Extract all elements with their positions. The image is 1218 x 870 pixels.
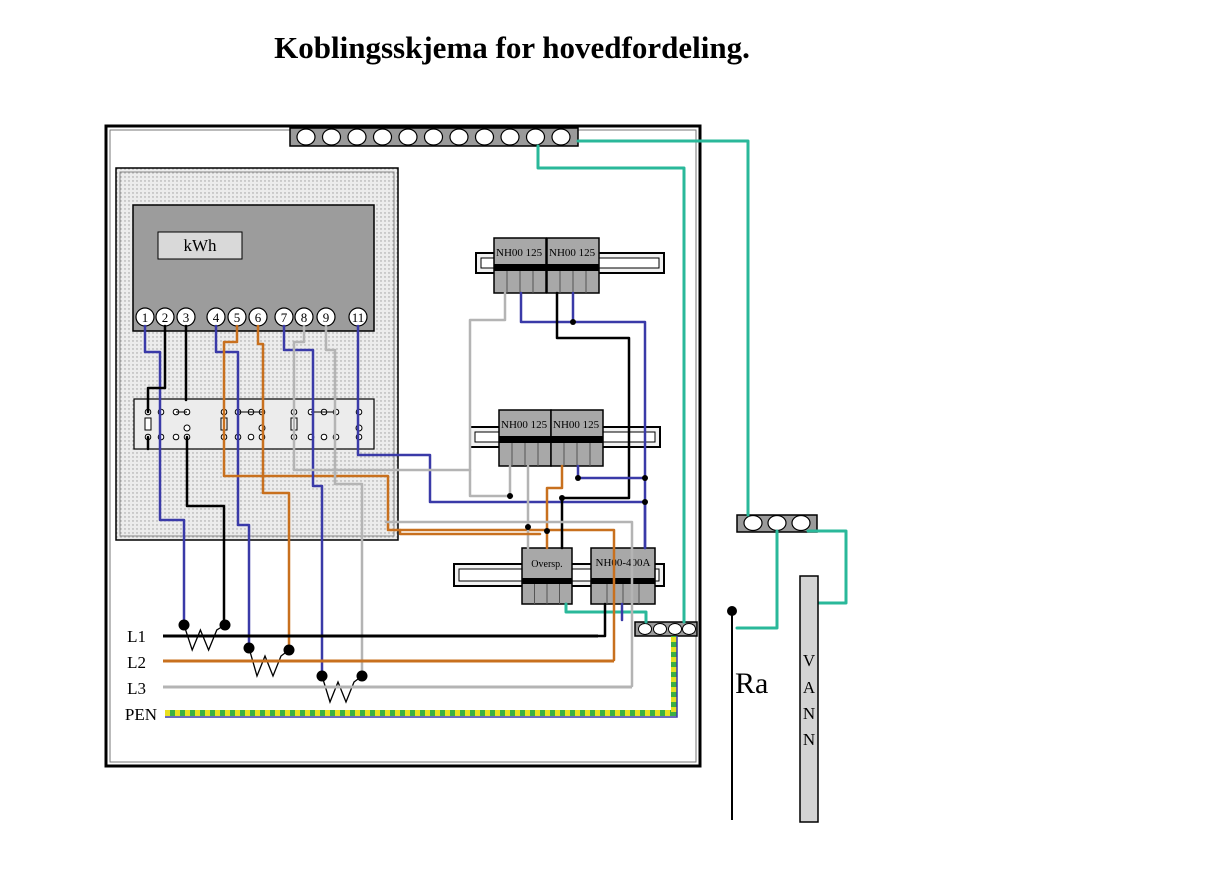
main-fuse-label: NH00-400A [596,557,651,569]
earth-wire [735,529,779,630]
meter-terminal-label: 9 [323,310,330,325]
busbar-hole [372,128,393,146]
meter-terminal-label: 3 [183,310,190,325]
water-letter-2: A [803,678,816,697]
meter-terminal-label: 2 [162,310,169,325]
wire-l3-blue [282,324,324,678]
busbar-hole [296,128,316,146]
busbar-hole [423,128,444,146]
pen-label: PEN [125,705,157,724]
surge-arrester-label: Oversp. [531,559,562,570]
wire-grey [468,291,514,498]
junction-dot [642,499,648,505]
busbar-hole [653,623,667,635]
busbar-hole [743,514,763,532]
wire-brown [398,528,542,536]
wire-brown [256,324,291,650]
meter-terminal-label: 1 [142,310,149,325]
l1-label: L1 [127,627,146,646]
meter-terminal-label: 7 [281,310,288,325]
l3-label: L3 [127,679,146,698]
busbar-hole [551,128,571,146]
test-terminal-block [133,398,375,450]
earth-wire [536,144,686,624]
wire-black [596,602,607,638]
top-earth-busbar [289,127,579,147]
water-letter-1: V [803,651,816,670]
wire-grey [384,520,634,688]
pen-busbar [634,621,698,637]
fuse-middle-left-label: NH00 125 [501,419,548,431]
water-letter-4: N [803,730,815,749]
busbar-hole [668,623,682,635]
meter-terminal-11: 11 [348,307,368,327]
ct-loop-l3 [316,670,368,704]
meter-terminal-1: 1 [135,307,155,327]
meter-terminal-label: 4 [213,310,220,325]
page-title: Koblingsskjema for hovedfordeling. [274,30,750,65]
junction-dot [642,475,648,481]
busbar-hole [449,128,469,146]
meter-terminal-label: 6 [255,310,262,325]
fuse-middle-right: NH00 125 [550,409,604,467]
meter-terminal-2: 2 [155,307,175,327]
earth-wire [806,529,848,605]
water-letter-3: N [803,704,815,723]
meter-terminal-9: 9 [316,307,336,327]
busbar-hole [791,514,811,532]
junction-dot [570,319,576,325]
wire-brown [222,324,616,662]
meter-terminal-label: 5 [234,310,241,325]
main-fuse: NH00-400A [590,547,656,605]
ct-loop-l1 [178,619,231,652]
junction-dot [544,528,550,534]
fuse-middle-right-label: NH00 125 [553,419,600,431]
wire-blue [519,291,647,550]
meter-terminal-label: 8 [301,310,308,325]
meter-terminal-3: 3 [176,307,196,327]
busbar-hole [347,128,367,146]
meter-terminal-7: 7 [274,307,294,327]
wire-l2-blue [214,324,251,647]
ct-loop-l2 [243,642,295,679]
wire-grey [324,324,364,678]
meter-terminal-label: 11 [352,310,365,325]
fuse-upper-left-label: NH00 125 [496,247,543,259]
meter-terminal-4: 4 [206,307,226,327]
wire-brown [545,464,564,550]
busbar-hole [321,128,342,146]
junction-dot [575,475,581,481]
busbar-hole [474,128,495,146]
kwh-label: kWh [183,236,217,255]
earth-wire [576,139,750,517]
junction-dot [525,524,531,530]
meter-terminal-6: 6 [248,307,268,327]
wire-black [185,435,226,624]
busbar-hole [767,514,787,532]
busbar-hole [525,128,546,146]
external-earth-busbar [736,514,818,533]
l2-label: L2 [127,653,146,672]
pen-conductor [165,636,678,718]
fuse-upper-right-label: NH00 125 [549,247,596,259]
meter-terminal-5: 5 [227,307,247,327]
busbar-hole [398,128,418,146]
busbar-hole [638,623,652,635]
junction-dot [507,493,513,499]
junction-dot [559,495,565,501]
earth-electrode [727,606,737,820]
wire-black [555,291,631,550]
meter-terminal-8: 8 [294,307,314,327]
busbar-hole [682,623,696,635]
wire-black [146,324,167,414]
wire-grey [292,324,336,472]
water-pipe [799,575,819,823]
kwh-display [157,231,243,260]
earth-electrode-label: Ra [735,667,768,700]
wire-l1-blue [143,324,186,622]
busbar-hole [500,128,520,146]
